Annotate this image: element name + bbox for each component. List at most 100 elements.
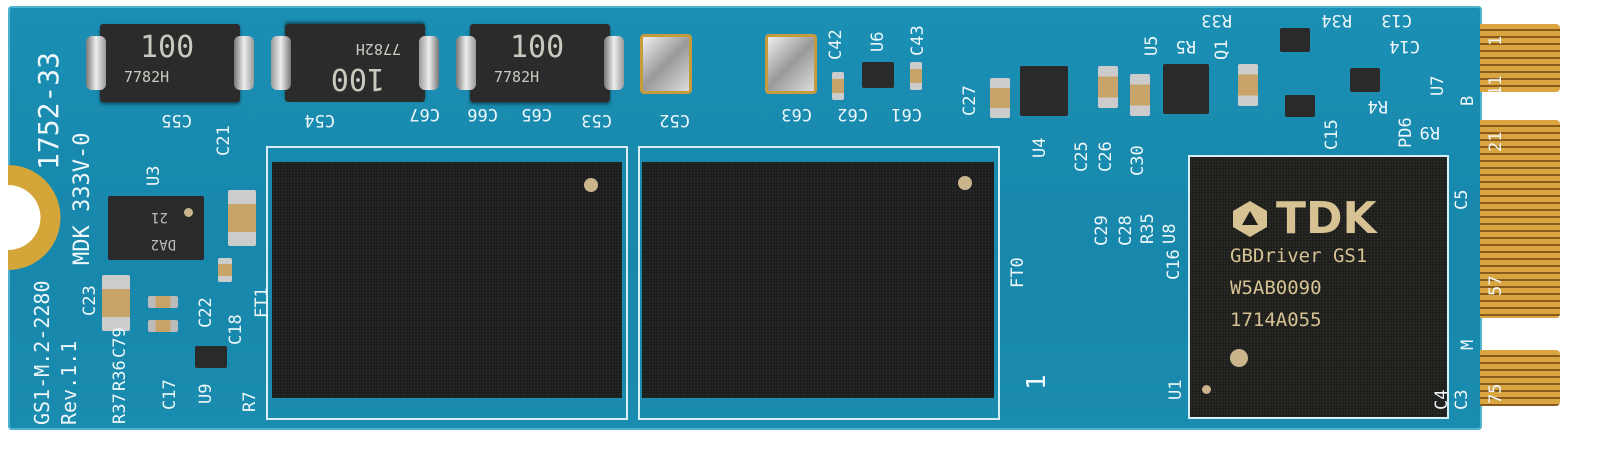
capacitor-c53: 100 7782H: [456, 24, 624, 102]
capacitor-c43: [910, 62, 922, 90]
nand-chip-1: [272, 162, 622, 398]
pin-label-57: 57: [1486, 275, 1506, 296]
chip-u6: [862, 62, 894, 88]
label-c66: C66: [467, 104, 498, 124]
pin-label-1: 1: [1486, 35, 1506, 46]
capacitor-c25: [1098, 66, 1118, 108]
controller-brand: TDK: [1276, 193, 1377, 244]
chip-mark: 21: [151, 209, 168, 225]
capacitor-c21: [228, 190, 256, 246]
label-c52: C52: [659, 110, 690, 130]
label-u6: U6: [868, 31, 888, 52]
nand-outline: [266, 146, 628, 420]
label-pin1: 1: [1022, 374, 1052, 390]
controller-chip: TDK GBDriver GS1 W5AB0090 1714A055: [1188, 155, 1449, 419]
key-label-b: B: [1458, 95, 1478, 106]
label-r33: R33: [1201, 10, 1232, 30]
label-pd6: PD6: [1396, 117, 1416, 148]
capacitor-c30: [1130, 74, 1150, 116]
pin-label-75: 75: [1486, 383, 1506, 404]
label-r4: R4: [1367, 96, 1388, 116]
capacitor-c23: [102, 275, 130, 331]
label-u7: U7: [1428, 75, 1448, 96]
cap-code: 7782H: [355, 40, 401, 58]
controller-model: GBDriver GS1: [1230, 245, 1368, 267]
label-c22: C22: [196, 297, 216, 328]
cap-code: 7782H: [494, 68, 540, 86]
label-u5: U5: [1142, 35, 1162, 56]
label-u3: U3: [144, 165, 164, 186]
label-c53: C53: [581, 110, 612, 130]
label-c21: C21: [214, 125, 234, 156]
cap-value: 100: [330, 61, 385, 96]
pin-label-11: 11: [1486, 75, 1506, 96]
silkscreen-model: GS1-M.2-2280: [30, 280, 54, 426]
label-ft1: FT1: [252, 287, 272, 318]
label-r37: R37: [110, 393, 130, 424]
resistor: [148, 320, 178, 332]
connector-pins-2: [1480, 120, 1560, 318]
label-c17: C17: [160, 379, 180, 410]
label-r7: R7: [240, 391, 260, 412]
label-c13: C13: [1381, 10, 1412, 30]
label-q1: Q1: [1212, 39, 1232, 60]
chip-small: [1285, 95, 1315, 117]
label-c61: C61: [891, 104, 922, 124]
chip-u4: [1020, 66, 1068, 116]
capacitor-c27: [990, 78, 1010, 118]
label-u1: U1: [1166, 379, 1186, 400]
capacitor-c42: [832, 72, 844, 100]
label-c67: C67: [409, 104, 440, 124]
label-c26: C26: [1096, 141, 1116, 172]
controller-lot: 1714A055: [1230, 309, 1322, 331]
silkscreen-mdk: MDK 333V-0: [70, 132, 95, 265]
label-u4: U4: [1030, 137, 1050, 158]
label-r34: R34: [1321, 10, 1352, 30]
label-c30: C30: [1128, 145, 1148, 176]
chip-u9: [195, 346, 227, 368]
capacitor-c15: [1238, 64, 1258, 106]
label-r9: R9: [1419, 122, 1440, 142]
controller-part: W5AB0090: [1230, 277, 1322, 299]
label-c23: C23: [80, 285, 100, 316]
silkscreen-board-id: 1752-33: [32, 51, 65, 170]
label-c15: C15: [1322, 119, 1342, 150]
label-u9: U9: [196, 383, 216, 404]
label-c62: C62: [837, 104, 868, 124]
label-c25: C25: [1072, 141, 1092, 172]
chip-u3: 21 DA2: [108, 196, 204, 260]
chip-q1: [1280, 28, 1310, 52]
label-c55: C55: [161, 110, 192, 130]
cap-value: 100: [140, 30, 195, 65]
resistor: [148, 296, 178, 308]
label-r36: R36: [110, 360, 130, 391]
nand-outline: [638, 146, 1000, 420]
tdk-logo-icon: [1233, 200, 1267, 237]
connector-pins-3: [1480, 350, 1560, 406]
cap-code: 7782H: [124, 68, 170, 86]
label-c16: C16: [1164, 249, 1184, 280]
silkscreen-rev: Rev.1.1: [57, 340, 81, 425]
label-c79: C79: [110, 327, 130, 358]
label-c4: C4: [1432, 389, 1452, 410]
label-c5: C5: [1452, 189, 1472, 210]
label-c18: C18: [226, 314, 246, 345]
label-c14: C14: [1389, 36, 1420, 56]
label-c28: C28: [1116, 215, 1136, 246]
label-c63: C63: [781, 104, 812, 124]
capacitor-c54: 100 7782H: [271, 24, 439, 102]
label-c65: C65: [521, 104, 552, 124]
pad-c63: [765, 34, 817, 94]
key-label-m: M: [1458, 339, 1478, 350]
chip-mark: DA2: [150, 236, 176, 252]
cap-value: 100: [510, 30, 565, 65]
label-c3: C3: [1452, 389, 1472, 410]
pad-c52: [640, 34, 692, 94]
mounting-notch: [8, 165, 61, 270]
label-c54: C54: [304, 110, 335, 130]
label-r35: R35: [1138, 213, 1158, 244]
chip-u5: [1163, 64, 1209, 114]
pin-label-21: 21: [1486, 131, 1506, 152]
capacitor-c22: [218, 258, 232, 282]
label-ft0: FT0: [1008, 257, 1028, 288]
